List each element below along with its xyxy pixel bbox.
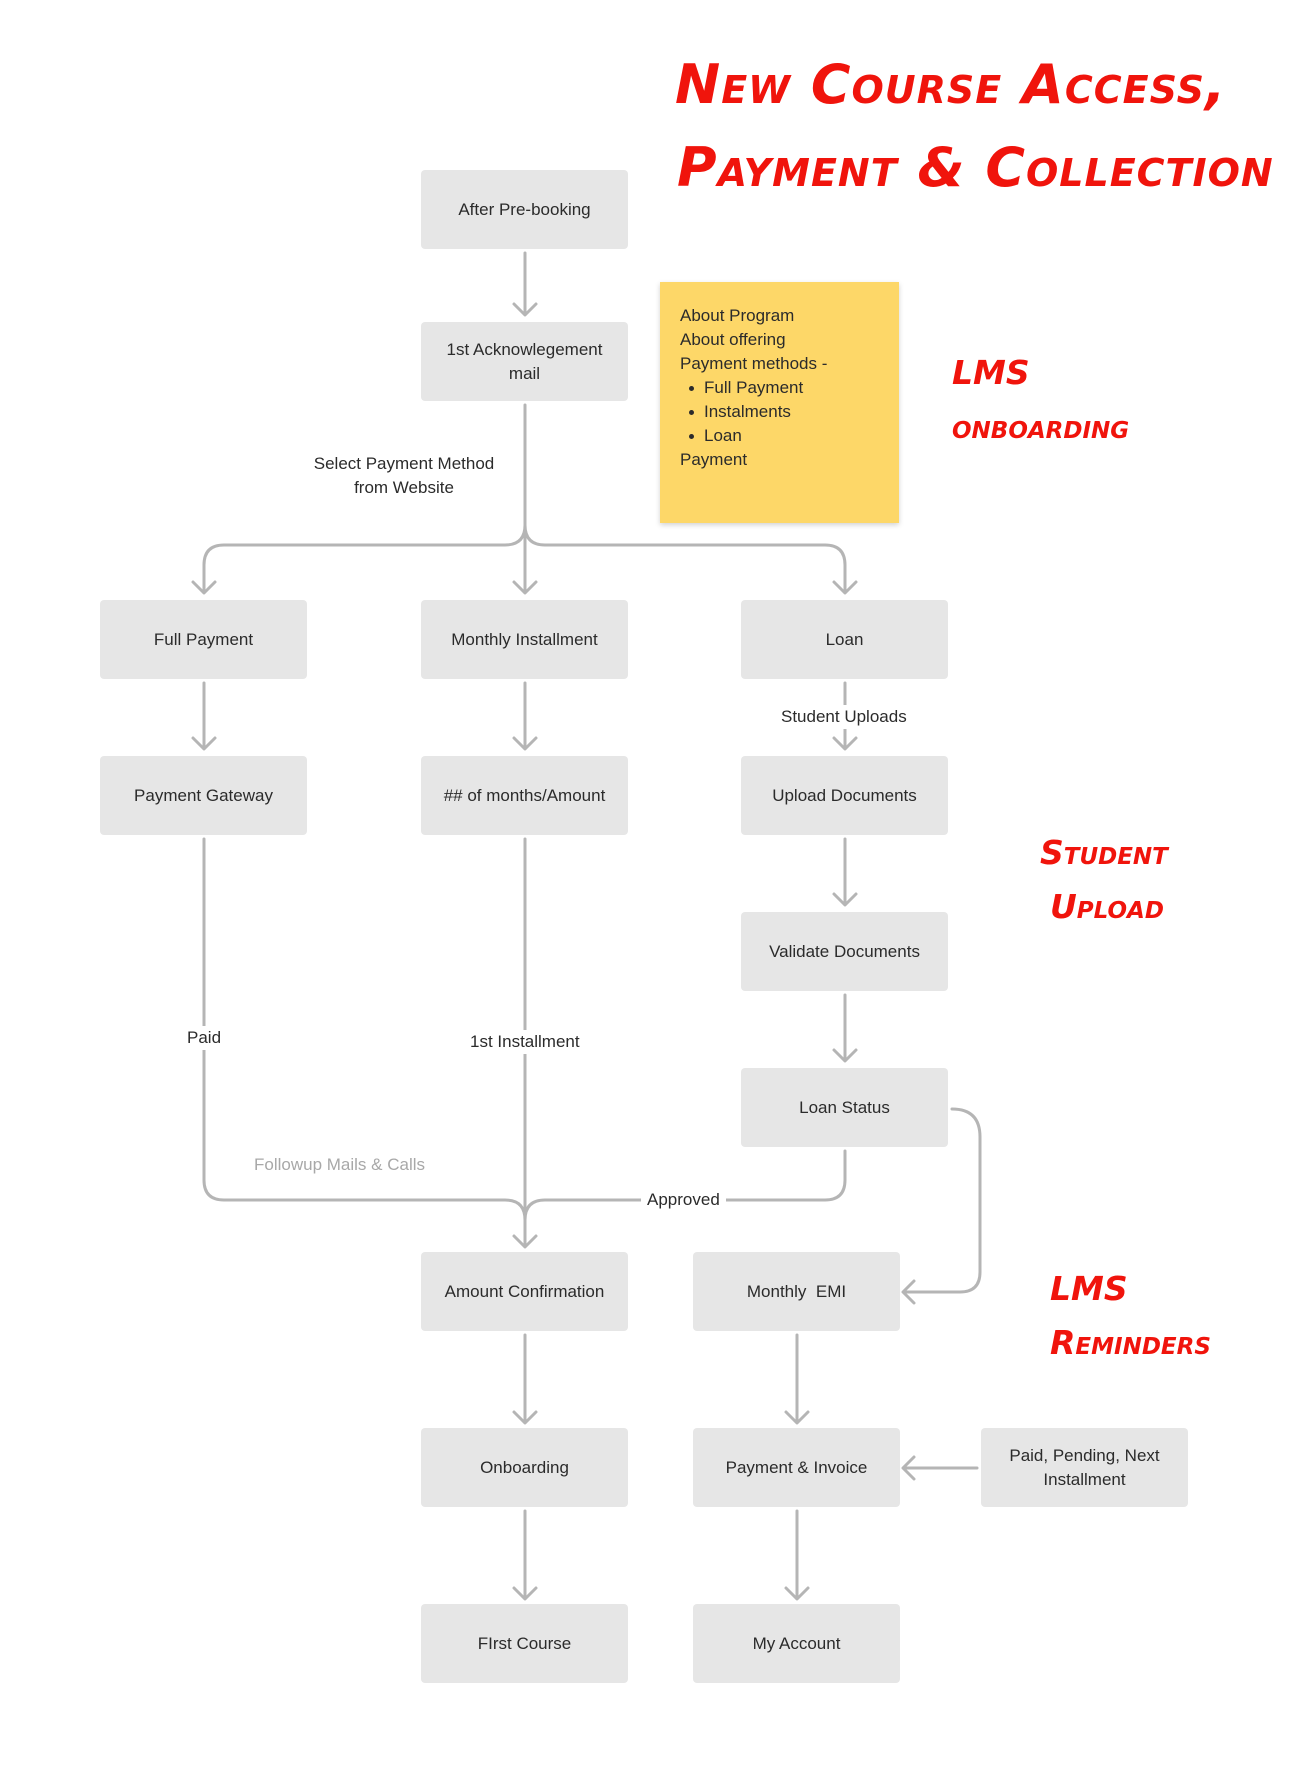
arrowhead [191,580,217,595]
node-my-account[interactable]: My Account [693,1604,900,1683]
diagram-title-line-2: Payment & Collection [677,136,1274,199]
edge-status-to-confirmation [523,1149,847,1222]
node-paid-pending-next[interactable]: Paid, Pending, Next Installment [981,1428,1188,1507]
arrowhead [512,1410,538,1425]
node-validate-documents[interactable]: Validate Documents [741,912,948,991]
edge-label-approved: Approved [641,1188,726,1212]
student-upload-label-1: Student [1040,833,1168,872]
note-line: About Program [680,306,795,325]
node-loan[interactable]: Loan [741,600,948,679]
node-amount-confirmation[interactable]: Amount Confirmation [421,1252,628,1331]
sticky-note: About Program About offering Payment met… [660,282,899,523]
arrowhead [901,1279,916,1305]
lms-reminders-label-1: LMS [1050,1269,1128,1308]
node-after-prebooking[interactable]: After Pre-booking [421,170,628,249]
arrowhead [784,1410,810,1425]
note-bullet: Instalments [689,400,879,424]
arrowhead [784,1586,810,1601]
node-first-course[interactable]: FIrst Course [421,1604,628,1683]
arrowhead [832,736,858,751]
node-loan-status[interactable]: Loan Status [741,1068,948,1147]
node-months-amount[interactable]: ## of months/Amount [421,756,628,835]
diagram-title-line-1: New Course Access, [675,53,1227,116]
edge-branch-right [523,523,847,594]
note-line: About offering [680,330,786,349]
node-payment-gateway[interactable]: Payment Gateway [100,756,307,835]
student-upload-label-2: Upload [1050,887,1164,926]
node-full-payment[interactable]: Full Payment [100,600,307,679]
node-monthly-installment[interactable]: Monthly Installment [421,600,628,679]
arrowhead [832,892,858,907]
arrowhead [512,736,538,751]
note-bullet: Full Payment [689,376,879,400]
edge-label-first-installment: 1st Installment [464,1030,586,1054]
arrowhead [191,736,217,751]
edge-label-select-payment: Select Payment Method from Website [300,452,508,500]
note-line: Payment [680,450,748,469]
lms-onboarding-label-1: LMS [952,353,1030,392]
node-monthly-emi[interactable]: Monthly EMI [693,1252,900,1331]
node-payment-invoice[interactable]: Payment & Invoice [693,1428,900,1507]
note-line: Payment methods - [680,354,828,373]
arrowhead [832,580,858,595]
arrowhead [832,1048,858,1063]
edge-branch-left [202,523,527,594]
lms-reminders-label-2: Reminders [1050,1323,1211,1362]
arrowhead [512,1234,538,1249]
arrowhead [512,302,538,317]
arrowhead [512,580,538,595]
edge-label-followup: Followup Mails & Calls [248,1153,431,1177]
note-bullet-list: Full Payment Instalments Loan [680,376,879,448]
note-bullet: Loan [689,424,879,448]
edge-label-student-uploads: Student Uploads [775,705,913,729]
edge-status-to-emi [902,1107,982,1294]
edge-gateway-to-confirmation [202,837,527,1222]
node-onboarding[interactable]: Onboarding [421,1428,628,1507]
arrowhead [901,1455,916,1481]
edge-label-paid: Paid [181,1026,228,1050]
node-acknowledgement-mail[interactable]: 1st Acknowlegement mail [421,322,628,401]
lms-onboarding-label-2: onboarding [952,407,1130,446]
node-upload-documents[interactable]: Upload Documents [741,756,948,835]
arrowhead [512,1586,538,1601]
